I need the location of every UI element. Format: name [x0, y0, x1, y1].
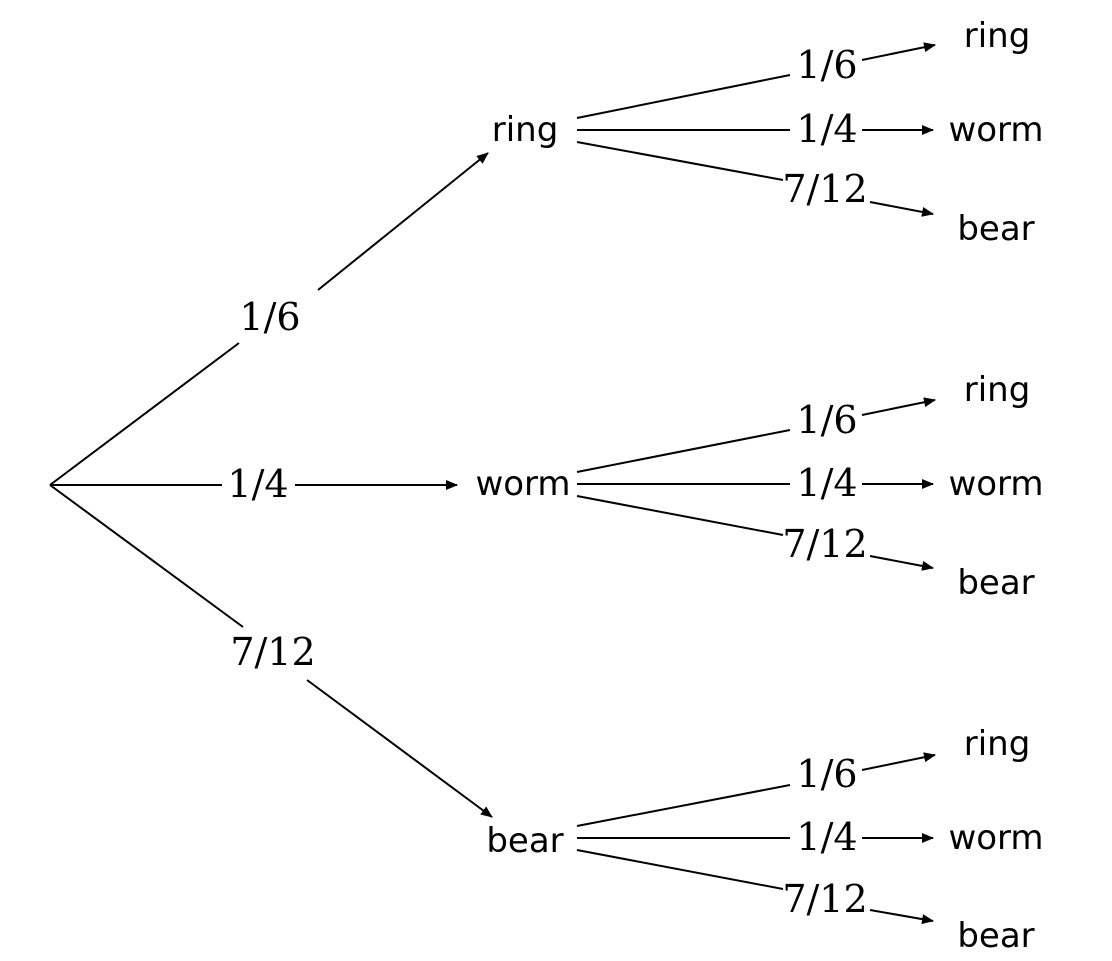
prob-bear-bear: 7/12: [782, 877, 867, 921]
prob-ring-ring: 1/6: [796, 43, 857, 87]
branch-bear-ring: 1/6: [576, 752, 936, 827]
prob-first-ring: 1/6: [239, 295, 300, 339]
prob-worm-bear: 7/12: [782, 522, 867, 566]
branch-ring-worm: 1/4: [577, 107, 934, 151]
node-ring-bear: bear: [957, 209, 1034, 249]
node-worm: worm: [475, 464, 570, 504]
node-ring-worm: worm: [948, 110, 1043, 150]
branch-worm-ring: 1/6: [576, 397, 936, 473]
node-bear: bear: [486, 821, 563, 861]
node-ring: ring: [492, 110, 559, 150]
node-ring-ring: ring: [964, 16, 1031, 56]
prob-bear-ring: 1/6: [796, 752, 857, 796]
node-bear-bear: bear: [957, 916, 1034, 956]
prob-worm-worm: 1/4: [796, 461, 857, 505]
branch-worm-worm: 1/4: [577, 461, 934, 505]
branch-worm-bear: 7/12: [576, 495, 934, 571]
prob-ring-worm: 1/4: [796, 107, 857, 151]
branch-first-ring: 1/6: [49, 152, 489, 486]
prob-first-worm: 1/4: [227, 462, 288, 506]
branch-bear-worm: 1/4: [577, 815, 934, 859]
branch-bear-bear: 7/12: [576, 849, 934, 925]
node-bear-ring: ring: [964, 724, 1031, 764]
node-worm-bear: bear: [957, 563, 1034, 603]
prob-worm-ring: 1/6: [796, 398, 857, 442]
branch-ring-ring: 1/6: [576, 42, 936, 119]
branch-first-bear: 7/12: [49, 484, 493, 818]
node-worm-ring: ring: [964, 370, 1031, 410]
node-bear-worm: worm: [948, 818, 1043, 858]
branch-first-worm: 1/4: [50, 462, 458, 506]
prob-ring-bear: 7/12: [782, 167, 867, 211]
prob-first-bear: 7/12: [230, 630, 315, 674]
prob-bear-worm: 1/4: [796, 815, 857, 859]
node-worm-worm: worm: [948, 464, 1043, 504]
branch-ring-bear: 7/12: [576, 141, 934, 217]
